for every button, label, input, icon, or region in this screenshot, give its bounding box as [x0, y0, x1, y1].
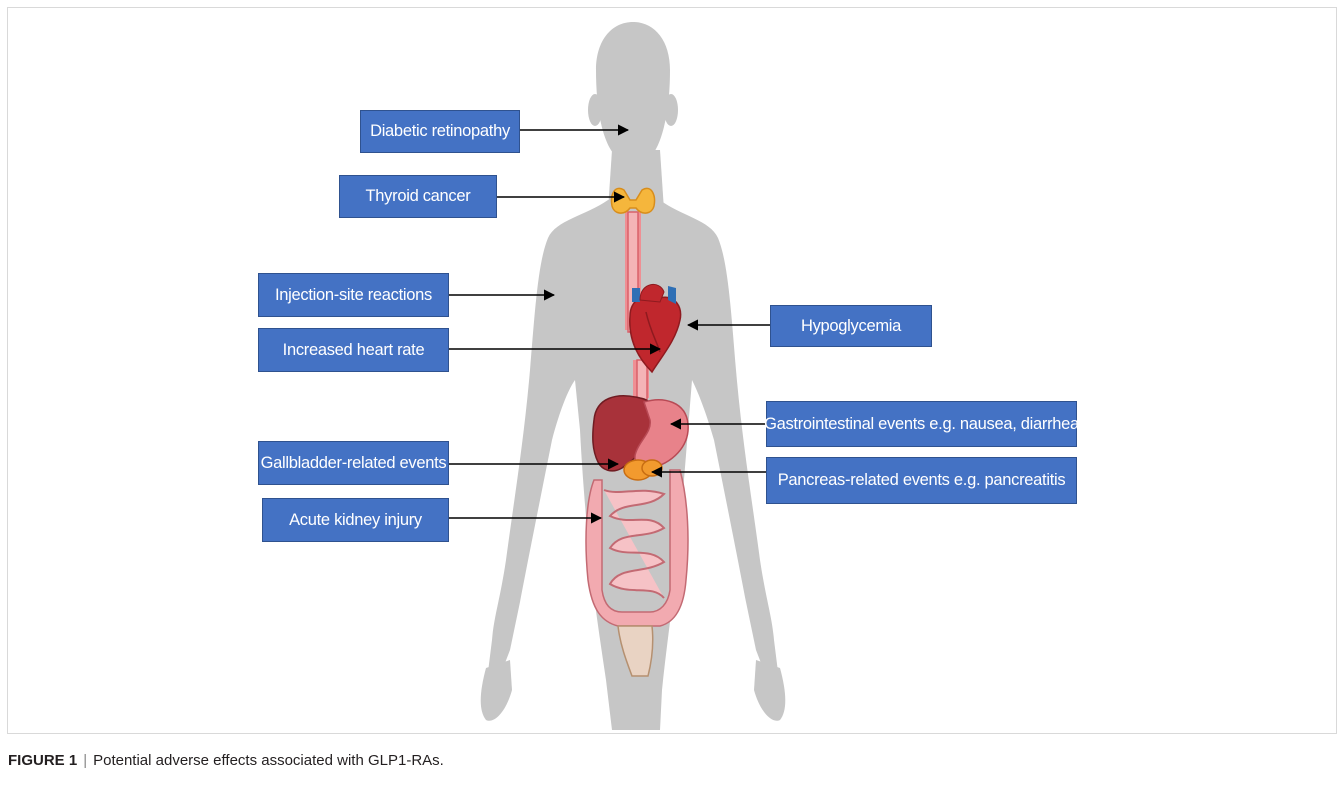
- label-hypoglycemia: Hypoglycemia: [770, 305, 932, 347]
- label-injection-site-reactions: Injection-site reactions: [258, 273, 449, 317]
- label-pancreas-related-events: Pancreas-related events e.g. pancreatiti…: [766, 457, 1077, 504]
- label-acute-kidney-injury: Acute kidney injury: [262, 498, 449, 542]
- label-gastrointestinal-events: Gastrointestinal events e.g. nausea, dia…: [766, 401, 1077, 447]
- label-thyroid-cancer: Thyroid cancer: [339, 175, 497, 218]
- figure-caption: FIGURE 1 | Potential adverse effects assoc…: [8, 752, 444, 769]
- label-gallbladder-related-events: Gallbladder-related events: [258, 441, 449, 485]
- label-diabetic-retinopathy: Diabetic retinopathy: [360, 110, 520, 153]
- caption-separator: |: [83, 752, 87, 769]
- esophagus-lower: [637, 360, 647, 402]
- caption-text: Potential adverse effects associated wit…: [93, 752, 444, 769]
- caption-label: FIGURE 1: [8, 752, 77, 769]
- label-increased-heart-rate: Increased heart rate: [258, 328, 449, 372]
